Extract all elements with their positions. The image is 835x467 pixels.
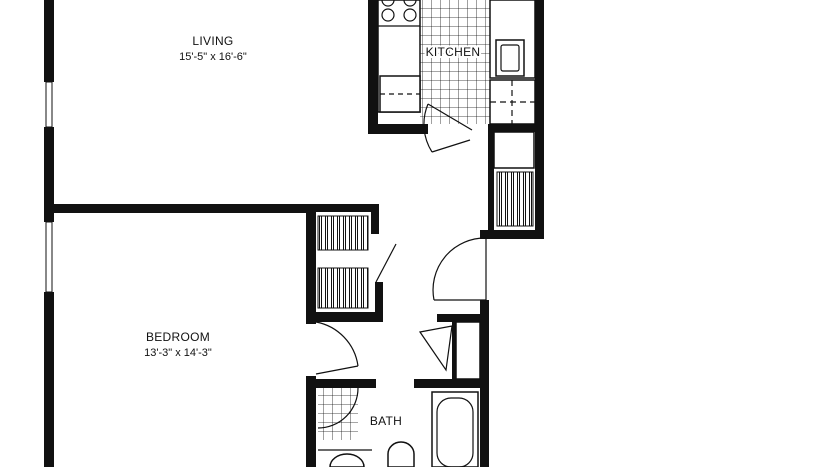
- bath-walls: [306, 300, 489, 467]
- living-room-dimensions: 15'-5" x 16'-6": [179, 51, 247, 63]
- kitchen-sink-icon: [495, 39, 525, 77]
- bedroom-door-swing: [315, 321, 359, 375]
- kitchen-walls: [368, 0, 544, 239]
- bath-floor-tile: [318, 388, 358, 440]
- toilet-icon: [387, 441, 415, 467]
- kitchen-label: KITCHEN: [426, 45, 481, 59]
- bath-label: BATH: [370, 414, 402, 428]
- kitchen-floor-tile: [420, 0, 490, 124]
- bedroom-dimensions: 13'-3" x 14'-3": [144, 347, 212, 359]
- bath-door-swing: [317, 387, 359, 429]
- kitchen-pantry-shelving: [496, 171, 534, 227]
- bedroom-label: BEDROOM: [146, 330, 210, 344]
- living-room-label: LIVING: [192, 34, 233, 48]
- wall-living-bedroom: [54, 204, 308, 213]
- closet-walls: [306, 204, 383, 324]
- closet-door-leaf: [375, 243, 397, 283]
- closet-shelving-lower: [317, 267, 369, 309]
- stove-burners-icon: [378, 0, 420, 27]
- linen-closet-door: [418, 321, 481, 380]
- kitchen-door-swing: [423, 103, 473, 153]
- exterior-wall-left: [44, 0, 54, 467]
- closet-shelving-upper: [317, 215, 369, 251]
- refrigerator-icon: [379, 75, 421, 113]
- bathtub-icon: [431, 391, 479, 467]
- sink-icon: [329, 453, 365, 467]
- entry-door-swing: [432, 237, 487, 301]
- kitchen-wall-cabinet: [493, 131, 535, 169]
